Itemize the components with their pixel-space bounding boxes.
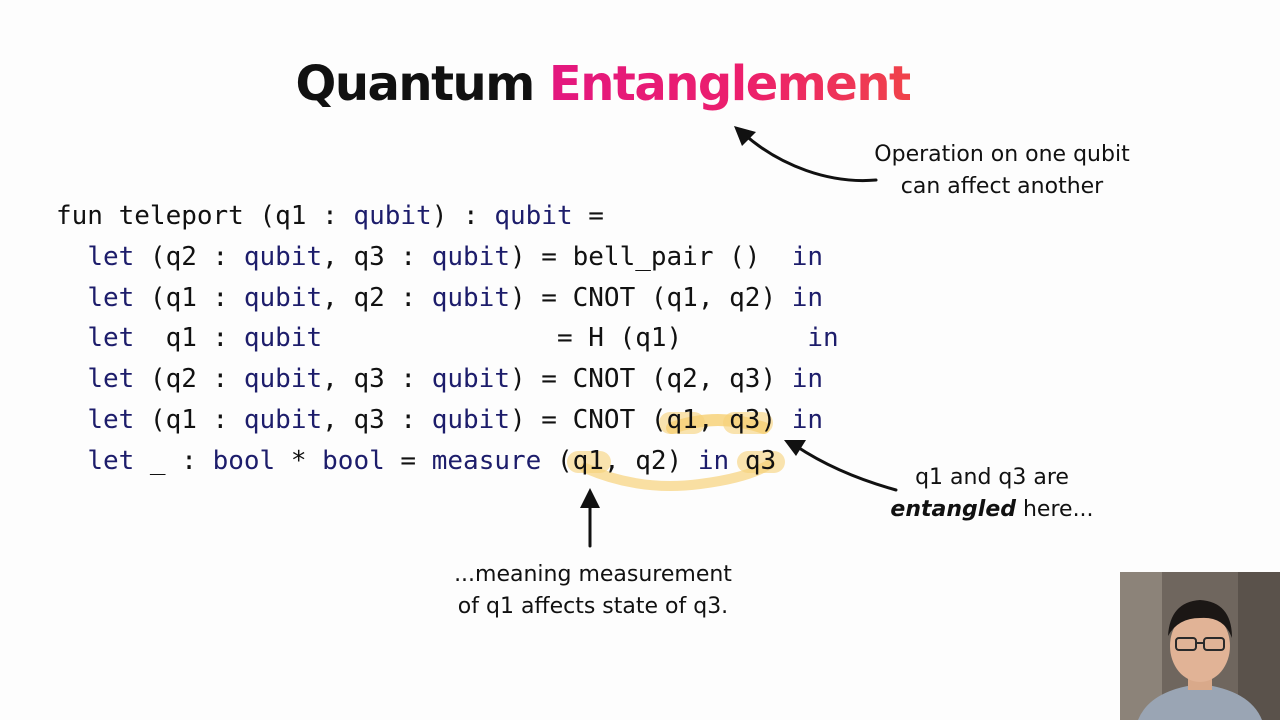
title-entanglement: Entanglement [548, 56, 912, 112]
annotation-measurement: ...meaning measurement of q1 affects sta… [425, 559, 761, 623]
code-keyword: let [87, 445, 135, 476]
code-text: ) : [431, 201, 495, 231]
title-quantum: Quantum [295, 56, 549, 112]
code-keyword: qubit [353, 201, 432, 231]
code-keyword: qubit [243, 323, 323, 354]
presenter-face [1170, 610, 1230, 682]
code-keyword: let [87, 323, 135, 354]
code-line: let (q1 : qubit, q3 : qubit) = CNOT (q1,… [56, 400, 839, 441]
annotation-entangled: q1 and q3 are entangled here... [876, 462, 1108, 526]
code-keyword: qubit [243, 404, 323, 435]
code-keyword: qubit [243, 364, 323, 395]
code-text: fun teleport (q1 : [56, 201, 354, 231]
code-line: let (q2 : qubit, q3 : qubit) = bell_pair… [56, 237, 839, 278]
code-text: q3 [729, 445, 777, 476]
code-text: , q3 : [322, 241, 432, 272]
arrow-to-title-icon [734, 126, 878, 183]
presenter-hair [1168, 600, 1232, 638]
code-text: ) = bell_pair () [510, 241, 792, 272]
webcam-overlay [1120, 572, 1280, 720]
code-keyword: in [791, 282, 824, 313]
code-keyword: let [87, 282, 135, 313]
code-text: * [275, 445, 323, 476]
code-keyword: qubit [431, 282, 510, 313]
annotation-entangled-line1: q1 and q3 are [915, 465, 1069, 490]
code-text: ) = CNOT (q1, q3) [510, 404, 792, 435]
annotation-operation-line1: Operation on one qubit [874, 142, 1130, 167]
presenter-video [1120, 572, 1280, 720]
code-text: q1 : [134, 323, 244, 354]
annotation-measurement-line2: of q1 affects state of q3. [457, 594, 729, 619]
slide-title: Quantum Entanglement [0, 56, 1206, 112]
code-text: , q2 : [322, 282, 432, 313]
code-keyword: qubit [243, 241, 323, 272]
annotation-measurement-line1: ...meaning measurement [454, 562, 732, 587]
arrow-to-measure-icon [580, 488, 600, 548]
code-keyword: bool [322, 445, 385, 476]
code-keyword: qubit [431, 404, 510, 435]
code-keyword: let [87, 364, 135, 395]
code-keyword: let [87, 241, 135, 272]
code-text: ) = CNOT (q2, q3) [510, 364, 792, 395]
code-text: (q2 : [134, 364, 244, 395]
code-text: , q3 : [322, 404, 432, 435]
code-line: let _ : bool * bool = measure (q1, q2) i… [56, 441, 839, 482]
code-keyword: qubit [431, 364, 510, 395]
code-text: = H (q1) [322, 323, 808, 354]
code-text: (q1 : [134, 404, 244, 435]
code-text: (q2 : [134, 241, 244, 272]
code-keyword: measure [431, 445, 542, 476]
code-keyword: bool [212, 445, 276, 476]
code-text: (q1 : [134, 282, 244, 313]
presenter-shirt [1138, 684, 1262, 720]
code-text: (q1, q2) [541, 445, 698, 476]
code-keyword: in [807, 323, 839, 354]
code-keyword: in [791, 241, 824, 272]
code-text: = [384, 445, 432, 476]
code-keyword: in [791, 404, 824, 435]
entangled-emphasis: entangled [890, 497, 1016, 522]
entangled-rest: here... [1016, 497, 1094, 522]
code-keyword: in [697, 445, 730, 476]
code-keyword: qubit [431, 241, 510, 272]
code-line: let q1 : qubit = H (q1) in [56, 318, 839, 359]
code-line: let (q2 : qubit, q3 : qubit) = CNOT (q2,… [56, 359, 839, 400]
annotation-entangled-line2: entangled here... [876, 494, 1108, 526]
code-text: ) = CNOT (q1, q2) [510, 282, 792, 313]
code-keyword: qubit [494, 201, 573, 231]
code-text: , q3 : [322, 364, 432, 395]
arrow-to-cnot-icon [784, 440, 898, 492]
code-keyword: in [791, 364, 824, 395]
annotation-operation-line2: can affect another [900, 174, 1104, 199]
code-block: fun teleport (q1 : qubit) : qubit = let … [56, 196, 839, 482]
code-line: let (q1 : qubit, q2 : qubit) = CNOT (q1,… [56, 278, 839, 319]
code-text: _ : [134, 445, 213, 476]
annotation-operation: Operation on one qubit can affect anothe… [845, 139, 1159, 203]
code-keyword: qubit [243, 282, 323, 313]
code-text: = [572, 201, 604, 231]
code-line: fun teleport (q1 : qubit) : qubit = [56, 196, 839, 237]
code-keyword: let [87, 404, 135, 435]
